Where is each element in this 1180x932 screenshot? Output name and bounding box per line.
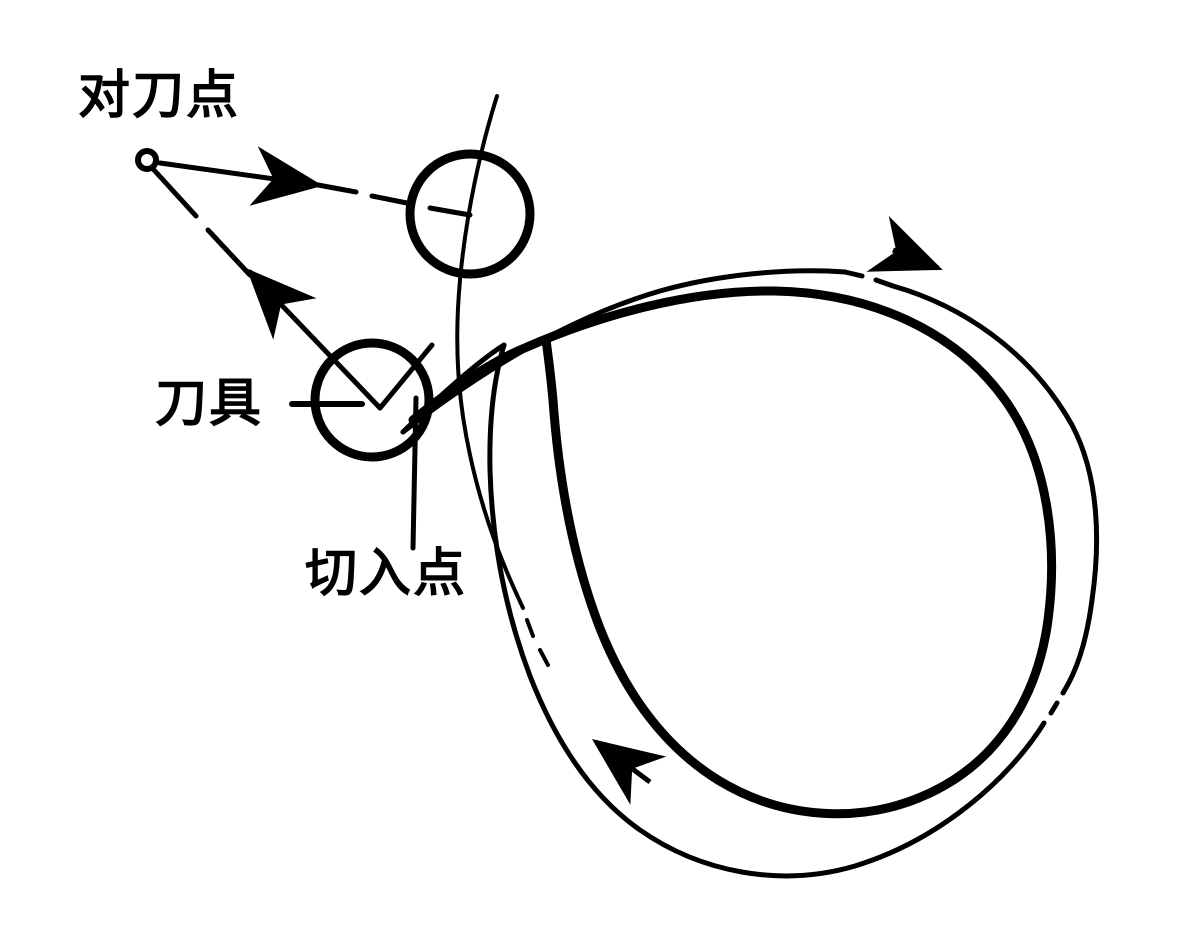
tool-path-gap-upper <box>842 269 896 289</box>
tool-path-segment-lower-left <box>487 342 1047 879</box>
tool-path-segment-right-lower-a <box>1060 597 1095 696</box>
label-setting-point: 对刀点 <box>78 66 241 126</box>
tool-path-gap-right <box>1048 700 1060 716</box>
entry-reference-curve-main <box>455 94 525 610</box>
label-tool: 刀具 <box>155 374 264 434</box>
retract-path <box>157 146 473 218</box>
retract-path-dashes <box>315 182 473 218</box>
label-entry-point: 切入点 <box>305 544 468 604</box>
path-direction-arrow-top <box>866 216 943 272</box>
retract-path-solid <box>157 146 323 206</box>
tool-path-segment-upper-left <box>400 268 848 435</box>
approach-path <box>151 167 435 411</box>
approach-path-dashes <box>151 167 253 278</box>
entry-reference-curve-dashes <box>525 618 550 667</box>
workpiece-contour <box>408 286 1057 819</box>
tool-path-segment-right-upper <box>890 283 1100 603</box>
entry-point-leader <box>410 395 419 551</box>
approach-path-solid <box>246 268 383 411</box>
tool-circle-upper <box>405 149 535 279</box>
approach-path-v-leg <box>377 342 435 411</box>
tool-circle-lower <box>310 338 434 462</box>
path-direction-arrow-bottom <box>591 739 667 805</box>
entry-reference-curve <box>455 94 550 667</box>
workpiece-contour-main <box>522 286 1057 819</box>
setting-point-marker-icon <box>135 148 159 172</box>
